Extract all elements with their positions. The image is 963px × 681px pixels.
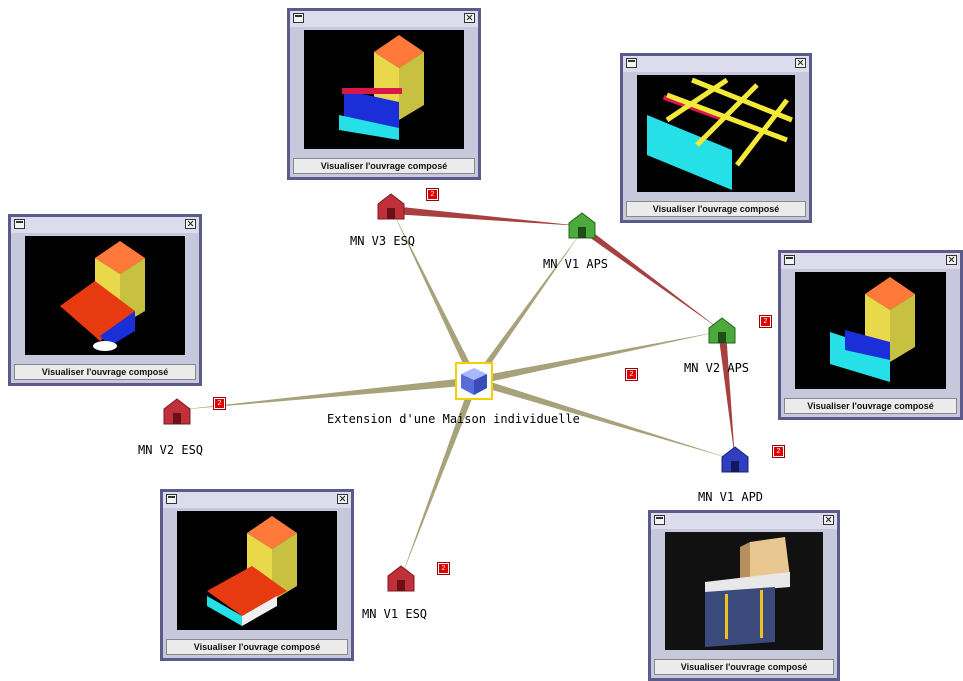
window-menu-icon[interactable]	[626, 58, 637, 68]
preview-window-mnv2aps: Visualiser l'ouvrage composé	[778, 250, 963, 420]
edge-center-mnv2esq	[177, 377, 475, 410]
edge-center-mnv1apd	[475, 377, 735, 460]
close-icon[interactable]	[946, 255, 957, 265]
preview-window-mnv2esq: Visualiser l'ouvrage composé	[8, 214, 202, 386]
window-titlebar[interactable]	[163, 492, 351, 508]
window-menu-icon[interactable]	[293, 13, 304, 23]
badge-mnv3esq: 2	[426, 188, 439, 201]
label-mnv3esq: MN V3 ESQ	[350, 234, 416, 248]
window-titlebar[interactable]	[623, 56, 809, 72]
house-icon	[377, 193, 405, 220]
edge-center-mnv2aps	[475, 331, 722, 385]
close-icon[interactable]	[823, 515, 834, 525]
house-3d-preview	[25, 236, 185, 355]
edge-mnv3esq-mnv1aps	[392, 206, 582, 226]
edge-mnv2aps-mnv1apd	[718, 331, 735, 460]
window-titlebar[interactable]	[781, 253, 960, 269]
visualize-button[interactable]: Visualiser l'ouvrage composé	[14, 364, 196, 380]
house-model-image	[207, 516, 297, 626]
label-mnv1esq: MN V1 ESQ	[362, 607, 428, 621]
visualize-button[interactable]: Visualiser l'ouvrage composé	[654, 659, 834, 675]
center-node-label: Extension d'une Maison individuelle	[327, 412, 580, 426]
visualize-button[interactable]: Visualiser l'ouvrage composé	[293, 158, 475, 174]
visualize-button[interactable]: Visualiser l'ouvrage composé	[626, 201, 806, 217]
house-model-image	[339, 35, 424, 140]
floating-badge: 2	[625, 368, 638, 381]
window-titlebar[interactable]	[290, 11, 478, 27]
house-model-image	[830, 277, 915, 382]
close-icon[interactable]	[185, 219, 196, 229]
edge-mnv1aps-mnv2aps	[582, 224, 722, 331]
label-mnv1apd: MN V1 APD	[698, 490, 764, 504]
node-mnv2esq[interactable]	[162, 397, 192, 431]
house-3d-preview	[177, 511, 337, 630]
house-model-image	[647, 77, 793, 190]
house-3d-preview	[637, 75, 795, 192]
window-menu-icon[interactable]	[654, 515, 665, 525]
node-mnv1aps[interactable]	[567, 211, 597, 245]
badge-mnv2aps: 2	[759, 315, 772, 328]
house-3d-preview	[304, 30, 464, 149]
close-icon[interactable]	[464, 13, 475, 23]
visualize-button[interactable]: Visualiser l'ouvrage composé	[166, 639, 348, 655]
window-menu-icon[interactable]	[14, 219, 25, 229]
house-3d-preview	[665, 532, 823, 650]
node-mnv3esq[interactable]	[376, 192, 406, 226]
label-mnv2aps: MN V2 APS	[684, 361, 750, 375]
window-menu-icon[interactable]	[166, 494, 177, 504]
label-mnv2esq: MN V2 ESQ	[138, 443, 204, 457]
house-icon	[387, 565, 415, 592]
window-titlebar[interactable]	[11, 217, 199, 233]
house-icon	[163, 398, 191, 425]
house-icon	[721, 446, 749, 473]
label-mnv1aps: MN V1 APS	[543, 257, 609, 271]
preview-window-mnv1esq: Visualiser l'ouvrage composé	[160, 489, 354, 661]
badge-mnv1apd: 2	[772, 445, 785, 458]
house-icon	[708, 317, 736, 344]
edge-center-mnv3esq	[392, 210, 479, 381]
window-titlebar[interactable]	[651, 513, 837, 529]
preview-window-mnv1aps: Visualiser l'ouvrage composé	[620, 53, 812, 223]
badge-mnv2esq: 2	[213, 397, 226, 410]
close-icon[interactable]	[337, 494, 348, 504]
preview-window-mnv3esq: Visualiser l'ouvrage composé	[287, 8, 481, 180]
node-mnv2aps[interactable]	[707, 316, 737, 350]
house-model-image	[665, 532, 823, 650]
badge-mnv1esq: 2	[437, 562, 450, 575]
edge-center-mnv1esq	[401, 381, 479, 578]
visualize-button[interactable]: Visualiser l'ouvrage composé	[784, 398, 957, 414]
cube-icon	[461, 368, 487, 395]
center-node[interactable]	[455, 362, 493, 400]
close-icon[interactable]	[795, 58, 806, 68]
window-menu-icon[interactable]	[784, 255, 795, 265]
node-mnv1esq[interactable]	[386, 564, 416, 598]
edge-center-mnv1aps	[471, 231, 582, 381]
preview-window-mnv1apd: Visualiser l'ouvrage composé	[648, 510, 840, 681]
node-mnv1apd[interactable]	[720, 445, 750, 479]
house-3d-preview	[795, 272, 946, 389]
house-icon	[568, 212, 596, 239]
house-model-image	[60, 241, 145, 351]
